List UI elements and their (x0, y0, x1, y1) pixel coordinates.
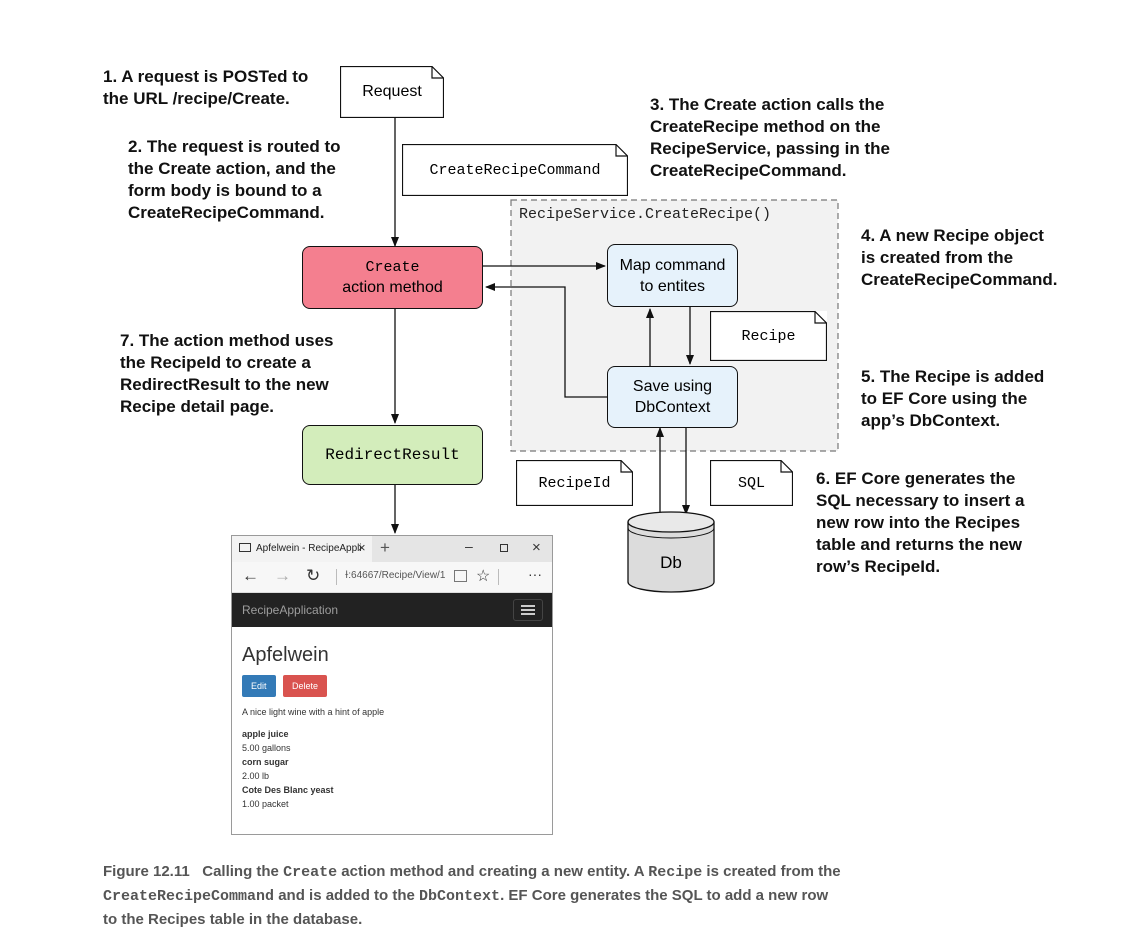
map-command-node: Map command to entites (607, 244, 738, 307)
ingredient-quantity: 2.00 lb (242, 771, 270, 781)
browser-toolbar: ← → ↻ ɫ:64667/Recipe/View/1 ☆ ··· (232, 562, 552, 593)
ingredient-name: Cote Des Blanc yeast (242, 785, 334, 795)
address-bar[interactable]: ɫ:64667/Recipe/View/1 (345, 570, 446, 581)
refresh-icon[interactable]: ↻ (306, 566, 321, 585)
window-close-icon[interactable]: × (532, 539, 541, 556)
ingredient-name: apple juice (242, 729, 289, 739)
hamburger-icon (521, 605, 535, 607)
page-title: Apfelwein (242, 644, 329, 666)
ingredient-quantity: 5.00 gallons (242, 743, 291, 753)
action-buttons: Edit Delete (242, 675, 542, 697)
ingredient-list: apple juice 5.00 gallons corn sugar 2.00… (242, 727, 542, 811)
annotation-step-5: 5. The Recipe is added to EF Core using … (861, 367, 1045, 430)
tab-close-icon[interactable]: × (358, 540, 366, 555)
maximize-icon[interactable] (500, 544, 508, 552)
annotation-step-1: 1. A request is POSTed to the URL /recip… (103, 67, 309, 108)
app-navbar: RecipeApplication (232, 593, 552, 627)
edit-button[interactable]: Edit (242, 675, 276, 697)
page-content: Apfelwein Edit Delete A nice light wine … (232, 643, 552, 811)
tab-page-icon (239, 543, 251, 552)
annotation-step-2: 2. The request is routed to the Create a… (128, 137, 341, 222)
sql-doc: SQL (710, 460, 793, 506)
navbar-brand[interactable]: RecipeApplication (242, 603, 339, 617)
service-title: RecipeService.CreateRecipe() (519, 206, 772, 223)
database-cylinder (627, 511, 715, 593)
tab-title: Apfelwein - RecipeAppli (256, 543, 362, 554)
browser-window: Apfelwein - RecipeAppli × + – × ← → ↻ ɫ:… (231, 535, 553, 835)
redirect-result-node: RedirectResult (302, 425, 483, 485)
figure-caption: Figure 12.11 Calling the Create action m… (103, 860, 841, 931)
annotation-step-7: 7. The action method uses the RecipeId t… (120, 331, 334, 416)
toolbar-divider-2 (498, 569, 499, 585)
create-recipe-command-doc: CreateRecipeCommand (402, 144, 628, 196)
annotation-step-4: 4. A new Recipe object is created from t… (861, 226, 1058, 289)
recipe-doc: Recipe (710, 311, 827, 361)
ingredient-quantity: 1.00 packet (242, 799, 289, 809)
reading-view-icon[interactable] (454, 570, 467, 582)
caption-line-3: to the Recipes table in the database. (103, 911, 363, 928)
save-dbcontext-node: Save using DbContext (607, 366, 738, 428)
recipe-id-doc: RecipeId (516, 460, 633, 506)
arrow-save-to-create (485, 283, 607, 398)
create-action-node: Create action method (302, 246, 483, 309)
caption-line-1: Figure 12.11 Calling the Create action m… (103, 863, 841, 881)
navbar-toggle-button[interactable] (513, 599, 543, 621)
minimize-icon[interactable]: – (465, 538, 473, 554)
back-icon[interactable]: ← (242, 566, 259, 585)
delete-button[interactable]: Delete (282, 675, 327, 697)
favorite-star-icon[interactable]: ☆ (476, 568, 491, 585)
annotation-step-3: 3. The Create action calls the CreateRec… (650, 95, 890, 180)
new-tab-icon[interactable]: + (380, 538, 390, 557)
browser-tab-bar: Apfelwein - RecipeAppli × + – × (232, 536, 552, 562)
hamburger-bar (521, 613, 535, 615)
annotation-step-6: 6. EF Core generates the SQL necessary t… (816, 469, 1025, 576)
more-menu-icon[interactable]: ··· (528, 566, 542, 582)
ingredient-name: corn sugar (242, 757, 289, 767)
toolbar-divider (336, 569, 337, 585)
caption-line-2: CreateRecipeCommand and is added to the … (103, 887, 829, 905)
forward-icon[interactable]: → (274, 566, 291, 585)
browser-tab[interactable]: Apfelwein - RecipeAppli × (232, 536, 372, 562)
hamburger-bar (521, 609, 535, 611)
request-doc: Request (340, 66, 444, 118)
recipe-description: A nice light wine with a hint of apple (242, 707, 385, 717)
db-label: Db (660, 553, 682, 572)
